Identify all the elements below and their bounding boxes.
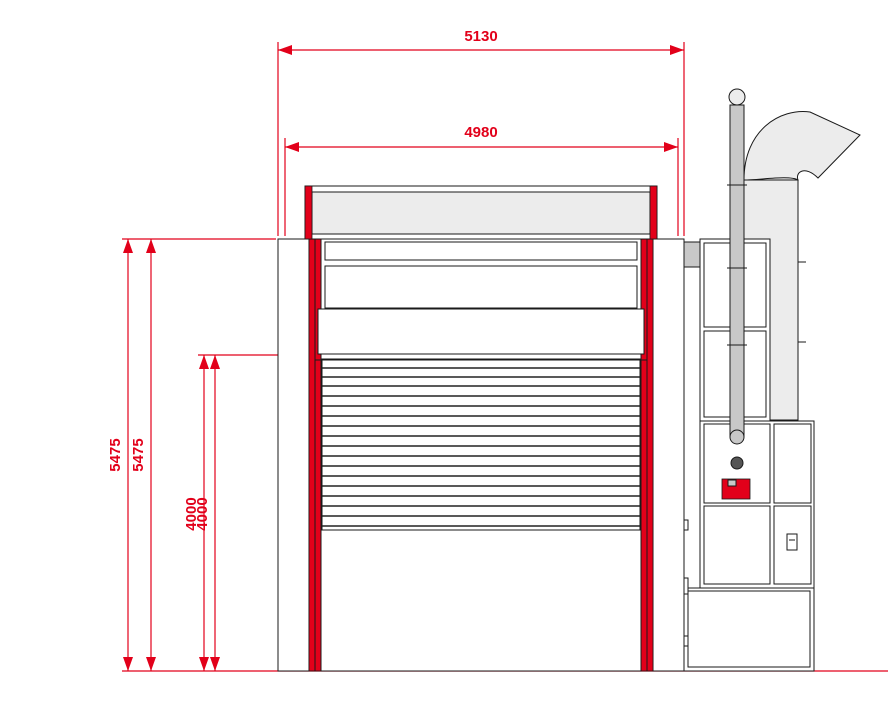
roller-door (321, 359, 641, 531)
dim-total-height: 5475 5475 (107, 238, 276, 672)
dim-total-height-label-inner: 5475 (130, 438, 147, 471)
dim-total-height-label-outer: 5475 (107, 438, 124, 471)
dim-total-width-label: 5130 (464, 28, 497, 45)
dim-inner-width-label: 4980 (464, 124, 497, 141)
roof-housing (304, 185, 658, 240)
exhaust-chimney (727, 88, 747, 445)
side-connector (683, 241, 701, 268)
control-cabinet (683, 420, 815, 672)
dim-door-height-label-inner: 4000 (194, 497, 211, 530)
dim-door-height: 4000 4000 (183, 354, 318, 671)
indicator-lamp (730, 456, 744, 470)
dim-door-height-label-outer: 4000 (183, 497, 200, 530)
dim-total-width: 5130 (277, 28, 685, 236)
door-handle-icon (786, 533, 798, 551)
dim-inner-width: 4980 (284, 124, 679, 236)
